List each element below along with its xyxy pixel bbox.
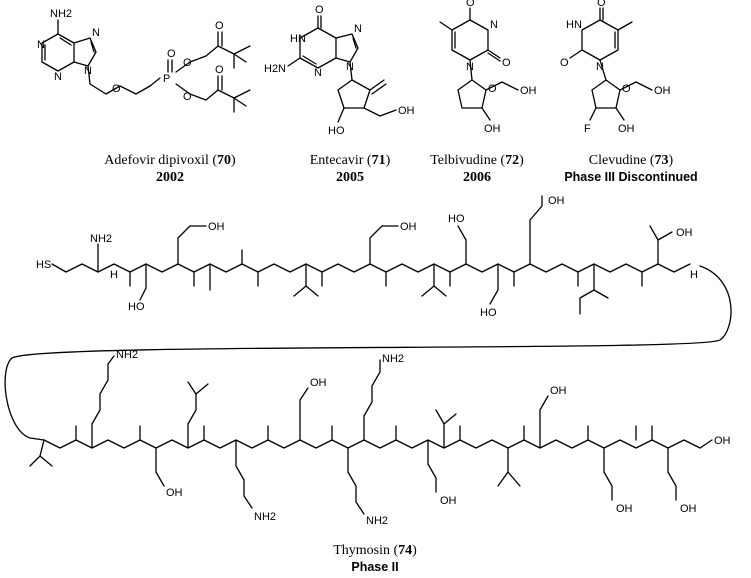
atom-label-nh2-74b: NH2 <box>116 349 138 361</box>
compound-number-73: 73 <box>654 153 669 168</box>
atom-label-n-70c: N <box>92 27 100 39</box>
atom-label-nh-72: N <box>490 19 498 31</box>
atom-label-o-70a: O <box>112 83 121 95</box>
atom-label-oh-73a: OH <box>654 85 671 97</box>
atom-label-ho-74a: HO <box>128 301 145 313</box>
compound-name-70: Adefovir dipivoxil <box>104 153 209 168</box>
atom-label-oh-71: OH <box>398 105 415 117</box>
atom-label-nh2-74d: NH2 <box>254 511 276 523</box>
atom-label-n-71a: N <box>314 67 322 79</box>
atom-label-o-73a: O <box>597 0 606 9</box>
entecavir-structure <box>287 15 397 123</box>
compound-status-73: Phase III Discontinued <box>564 170 698 184</box>
clevudine-structure <box>569 7 653 121</box>
atom-label-oh-74f: OH <box>550 385 567 397</box>
atom-label-oh-74d: OH <box>676 227 693 239</box>
atom-label-o-73c: O <box>622 83 631 95</box>
compound-number-70: 70 <box>217 153 232 168</box>
compound-status-70: 2002 <box>156 170 184 185</box>
telbivudine-structure <box>439 7 519 121</box>
atom-label-oh-74h: OH <box>440 495 457 507</box>
atom-label-o-70d: O <box>183 91 192 103</box>
atom-label-o-72a: O <box>466 0 475 9</box>
atom-label-oh-74j: OH <box>680 503 697 515</box>
atom-label-nh2-74e: NH2 <box>366 515 388 527</box>
atom-label-o-73b: O <box>560 57 569 69</box>
compound-number-71: 71 <box>371 153 386 168</box>
thymosin-lower-chain <box>29 355 713 515</box>
compound-name-74: Thymosin <box>333 543 390 558</box>
compound-status-72: 2006 <box>463 170 491 185</box>
atom-label-oh-74k: OH <box>714 435 731 447</box>
atom-label-nh2-70: NH2 <box>50 8 72 20</box>
compound-status-71: 2005 <box>336 170 364 185</box>
compound-number-74: 74 <box>398 543 413 558</box>
caption-adefovir: Adefovir dipivoxil (70) 2002 <box>95 152 245 186</box>
atom-label-ho-74b: HO <box>448 213 465 225</box>
atom-label-oh-73b: OH <box>618 123 635 135</box>
atom-label-o-70c: O <box>183 57 192 69</box>
atom-label-o-72c: O <box>488 83 497 95</box>
atom-label-hn-71: HN <box>290 33 306 45</box>
atom-label-oh-74i: OH <box>616 503 633 515</box>
compound-number-72: 72 <box>505 153 520 168</box>
atom-label-oh-72a: OH <box>520 85 537 97</box>
atom-label-ho-71: HO <box>328 125 345 137</box>
thymosin-upper-chain <box>51 195 691 315</box>
atom-label-n-71c: N <box>346 61 354 73</box>
atom-label-n-73: N <box>596 61 604 73</box>
atom-label-f-73: F <box>584 123 591 135</box>
atom-label-oh-74g: OH <box>166 487 183 499</box>
compound-name-71: Entecavir <box>309 153 364 168</box>
caption-entecavir: Entecavir (71) 2005 <box>300 152 400 186</box>
atom-label-ho-74c: HO <box>480 307 497 319</box>
atom-label-nh2-74a: NH2 <box>90 233 112 245</box>
atom-label-n-71b: N <box>354 23 362 35</box>
atom-label-o-70e: O <box>215 20 224 32</box>
atom-label-n-70b: N <box>54 71 62 83</box>
atom-label-o-72b: O <box>502 57 511 69</box>
atom-label-n-70d: N <box>84 65 92 77</box>
atom-label-oh-74b: OH <box>400 221 417 233</box>
caption-clevudine: Clevudine (73) Phase III Discontinued <box>556 152 706 186</box>
atom-label-h-74b: H <box>690 269 698 281</box>
atom-label-p-70: P <box>163 73 170 85</box>
adefovir-structure <box>41 19 251 113</box>
thymosin-connector <box>4 265 732 441</box>
atom-label-nh2-74c: NH2 <box>382 353 404 365</box>
atom-label-o-71: O <box>315 4 324 16</box>
atom-label-h2n-71: H2N <box>264 63 286 75</box>
caption-telbivudine: Telbivudine (72) 2006 <box>422 152 532 186</box>
compound-name-73: Clevudine <box>588 153 647 168</box>
atom-label-n-70a: N <box>37 39 45 51</box>
compound-name-72: Telbivudine <box>430 153 497 168</box>
atom-label-o-70b: O <box>167 48 176 60</box>
atom-label-oh-74c: OH <box>548 195 565 207</box>
atom-label-h-74a: H <box>110 269 118 281</box>
atom-label-o-70f: O <box>215 64 224 76</box>
compound-status-74: Phase II <box>351 560 399 574</box>
atom-label-hs: HS <box>36 259 51 271</box>
atom-label-n-72: N <box>466 61 474 73</box>
atom-label-oh-74a: OH <box>208 221 225 233</box>
atom-label-oh-74e: OH <box>310 377 327 389</box>
caption-thymosin: Thymosin (74) Phase II <box>320 542 430 576</box>
atom-label-oh-72b: OH <box>484 123 501 135</box>
atom-label-hn-73: HN <box>566 19 582 31</box>
